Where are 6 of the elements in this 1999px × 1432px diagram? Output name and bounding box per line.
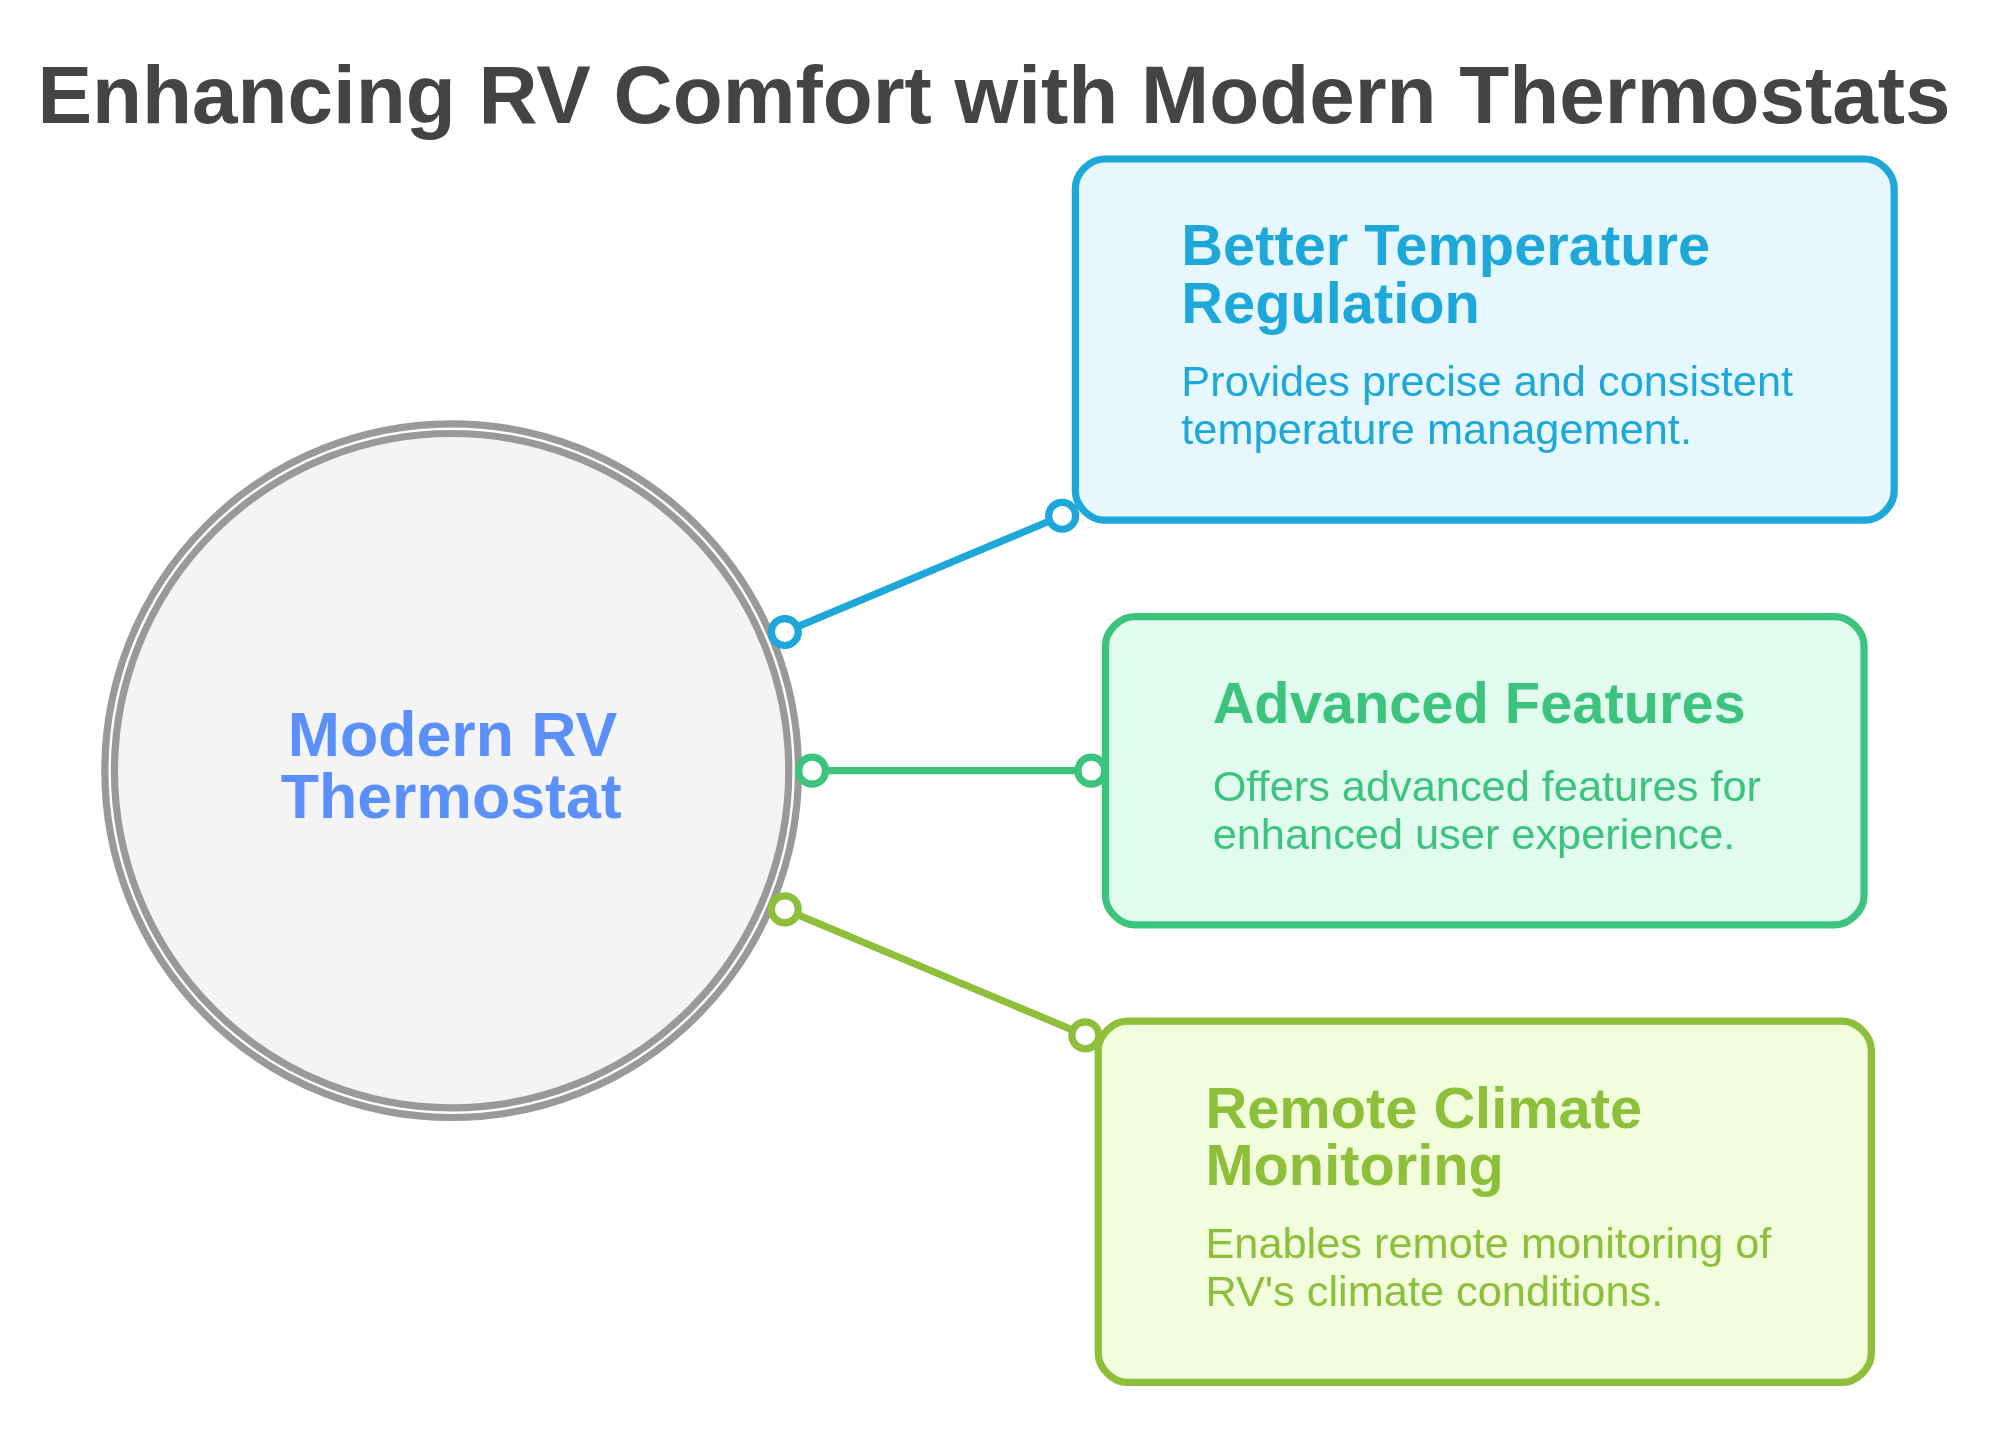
connector bbox=[767, 891, 1103, 1052]
node-box: Remote Climate Monitoring Enables remote monitoring of RV's climate conditions. bbox=[1094, 1017, 1875, 1386]
connector bbox=[767, 498, 1080, 649]
node-box: Better Temperature Regulation Provides precise and consistent temperature management. bbox=[1071, 154, 1898, 524]
diagram-title: Enhancing RV Comfort with Modern Thermostats bbox=[37, 48, 1951, 140]
node-box: Advanced Features Offers advanced features for enhanced user experience. bbox=[1101, 612, 1868, 928]
